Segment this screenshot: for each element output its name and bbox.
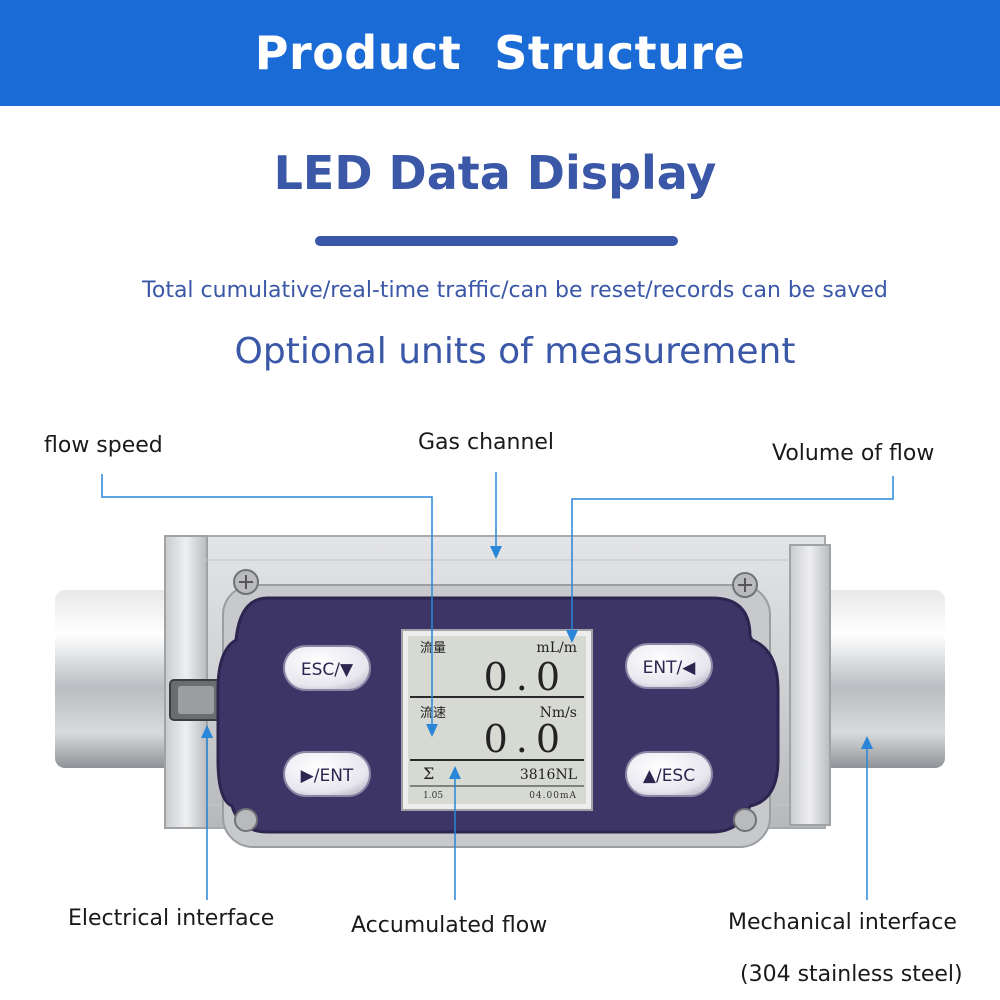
screw-icon [733,808,757,832]
lcd-footer-right: 04.00mA [529,791,577,801]
right-end-cap [789,544,831,826]
right-pipe [815,590,945,768]
screw-icon [233,569,259,595]
callout-flow-speed: flow speed [44,433,163,458]
svg-text:▲/ESC: ▲/ESC [643,766,695,786]
section-subtitle: Total cumulative/real-time traffic/can b… [142,278,888,303]
lcd-screen [408,636,586,804]
header-banner [0,0,1000,106]
lcd-total: 3816NL [520,767,577,783]
page-title: Product Structure [254,26,746,80]
svg-text:▶/ENT: ▶/ENT [301,766,354,786]
lcd-row1-label: 流量 [420,641,446,656]
lcd-sum-symbol: Σ [423,764,434,783]
screw-icon [732,572,758,598]
callout-accumulated-flow: Accumulated flow [351,913,548,938]
up-esc-button: ▲/ESC [625,751,713,797]
lcd-footer-left: 1.05 [423,791,443,801]
lcd-row2-unit: Nm/s [540,705,577,721]
arrow-icon [449,766,461,779]
callout-line-flow-speed [101,474,433,735]
screw-icon [234,808,258,832]
lcd-row2-value: 0.0 [484,717,568,761]
section-subtitle-units: Optional units of measurement [234,331,796,372]
play-ent-button: ▶/ENT [283,751,371,797]
svg-text:ENT/◀: ENT/◀ [643,658,697,678]
svg-text:ESC/▼: ESC/▼ [301,660,354,680]
arrow-icon [426,724,438,737]
lcd-row1-value: 0.0 [484,655,568,699]
arrow-icon [490,546,502,559]
callout-mechanical-material: (304 stainless steel) [740,962,963,987]
arrow-icon [861,736,873,749]
callout-mechanical-interface: Mechanical interface [728,910,957,935]
callout-gas-channel: Gas channel [418,430,555,455]
esc-down-button: ESC/▼ [283,645,371,691]
callout-line-volume [571,476,894,640]
callout-volume-of-flow: Volume of flow [772,441,935,466]
ent-left-button: ENT/◀ [625,643,713,689]
arrow-icon [566,630,578,643]
callout-electrical-interface: Electrical interface [68,906,275,931]
lcd-row1-unit: mL/m [536,640,577,656]
section-heading: LED Data Display [273,146,717,200]
left-pipe [55,590,185,768]
heading-underline [315,236,678,246]
arrow-icon [201,725,213,738]
lcd-row2-label: 流速 [420,706,446,721]
